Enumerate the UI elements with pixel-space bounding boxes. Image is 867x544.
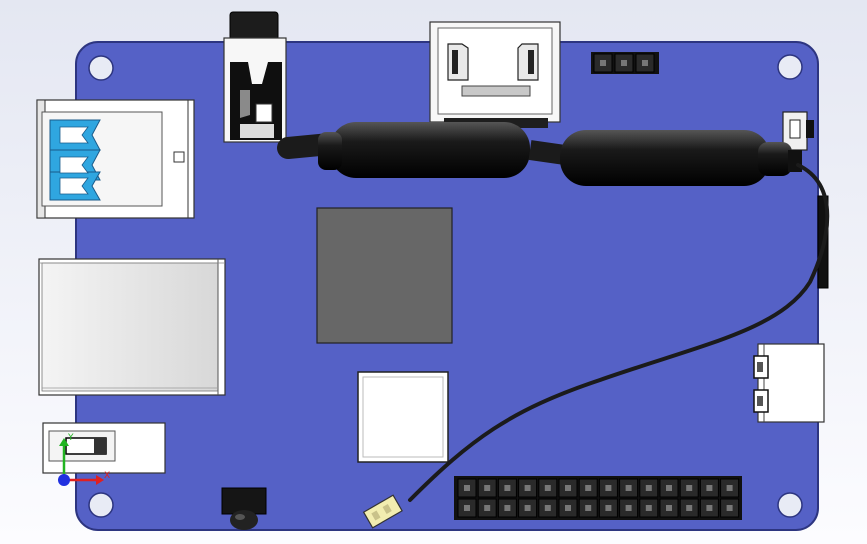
secondary-chip[interactable]: [357, 371, 449, 463]
gpio-pin-socket-pin: [605, 505, 612, 511]
coordinate-triad: X Y: [58, 433, 110, 486]
gpio-pin-socket-pin: [625, 485, 632, 491]
antenna-cable[interactable]: [277, 122, 830, 502]
ethernet-port[interactable]: [38, 258, 226, 396]
gpio-pin-socket-pin: [504, 485, 511, 491]
y-axis-label: Y: [67, 433, 74, 443]
gpio-pin-socket-pin: [585, 505, 592, 511]
gpio-pin-socket-pin: [666, 505, 672, 511]
mount-hole-top-left: [88, 55, 114, 81]
gpio-pin-socket-pin: [686, 505, 693, 511]
ir-receiver: [221, 487, 267, 530]
mount-hole-bottom-left: [88, 492, 114, 518]
gpio-pin-socket-pin: [565, 505, 571, 511]
usb-a-icon: [49, 119, 101, 201]
gpio-pin-socket-pin: [544, 485, 551, 491]
main-chip[interactable]: [316, 207, 453, 344]
gpio-pin-socket-pin: [464, 485, 470, 491]
gpio-pin-socket-pin: [706, 485, 713, 491]
gpio-header[interactable]: [454, 476, 742, 520]
usb-c-icon: [753, 355, 769, 413]
jst-connector[interactable]: [362, 494, 403, 529]
gpio-header-base: [454, 476, 742, 520]
gpio-pin-socket-pin: [484, 505, 491, 511]
small-header[interactable]: [591, 52, 659, 74]
audio-jack[interactable]: [223, 11, 287, 143]
hdmi-port[interactable]: [429, 21, 561, 128]
gpio-pin-socket-pin: [544, 505, 551, 511]
audio-jack-icon: [230, 62, 282, 140]
mounting-holes: [88, 54, 803, 518]
gpio-pin-socket-pin: [645, 505, 652, 511]
micro-switch[interactable]: [42, 422, 166, 474]
gpio-pin-socket-pin: [585, 485, 592, 491]
small-header-pin-pin: [642, 60, 648, 66]
small-header-pin-pin: [600, 60, 606, 66]
gpio-pin-socket-pin: [726, 505, 733, 511]
mount-hole-bottom-right: [777, 492, 803, 518]
small-header-pin-pin: [621, 60, 627, 66]
gpio-pin-socket-pin: [686, 485, 693, 491]
x-axis-label: X: [104, 471, 110, 481]
gpio-pin-socket-pin: [645, 485, 652, 491]
gpio-pin-socket-pin: [666, 485, 672, 491]
switch-icon: [65, 437, 107, 455]
gpio-pin-socket-pin: [484, 485, 491, 491]
gpio-pin-socket-pin: [504, 505, 511, 511]
usb-a-port[interactable]: [36, 99, 195, 219]
gpio-pin-socket-pin: [524, 505, 531, 511]
gpio-pin-socket-pin: [565, 485, 571, 491]
mount-hole-top-right: [777, 54, 803, 80]
gpio-pin-socket-pin: [605, 485, 612, 491]
hdmi-icon: [447, 43, 539, 97]
gpio-pin-socket-pin: [524, 485, 531, 491]
usb-c-port[interactable]: [753, 343, 825, 423]
gpio-pin-socket-pin: [625, 505, 632, 511]
gpio-pin-socket-pin: [706, 505, 713, 511]
gpio-pin-socket-pin: [726, 485, 733, 491]
gpio-pin-socket-pin: [464, 505, 470, 511]
